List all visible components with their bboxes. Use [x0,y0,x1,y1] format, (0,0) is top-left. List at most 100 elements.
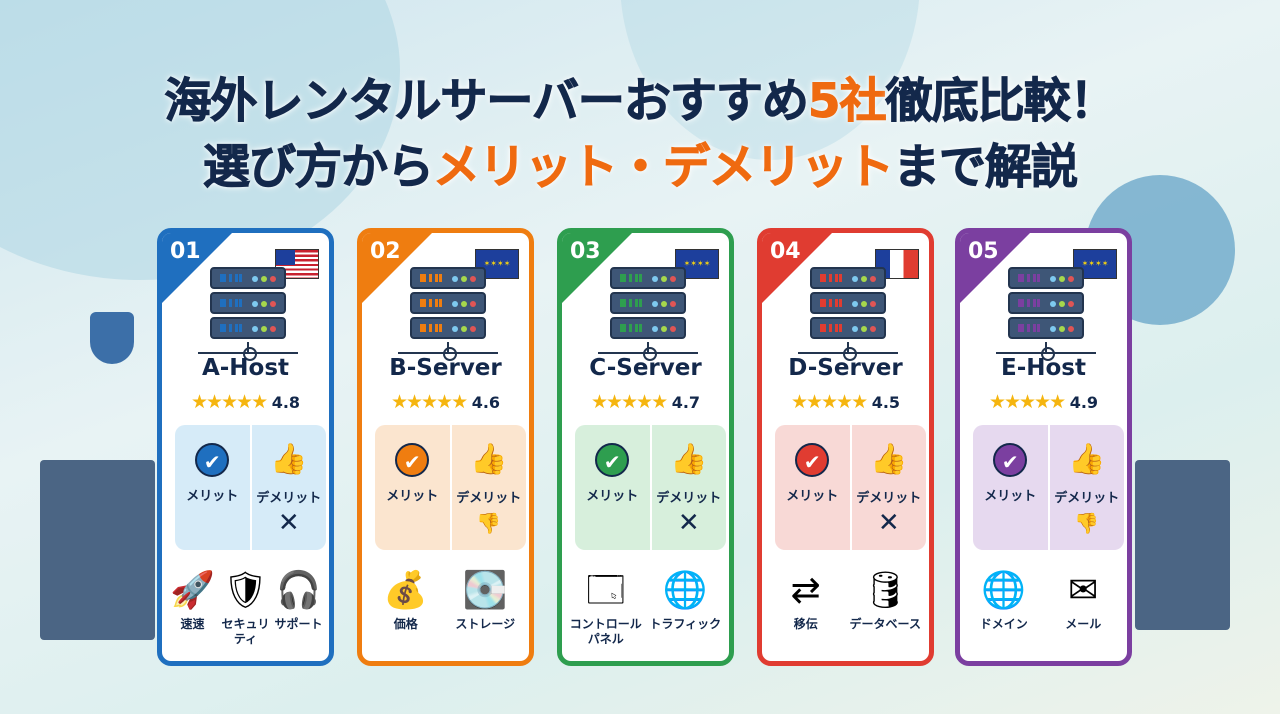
rating: ★★★★★ 4.6 [362,391,529,413]
check-circle-icon: ✔ [993,443,1028,477]
feature-item: 🗔 コントロール パネル [566,565,646,647]
check-circle-icon: ✔ [395,443,430,477]
pros-cons-panel: ✔メリット 👍 デメリット 👎 [375,425,526,550]
thumbs-up-icon: 👍 [470,442,508,477]
card-number: 03 [570,239,601,264]
feature-label: トラフィック [649,617,722,631]
database-icon: 🛢 [862,570,909,611]
rating: ★★★★★ 4.9 [960,391,1127,413]
merit-section[interactable]: ✔メリット [175,425,252,550]
globe-traffic-icon: 🌐 [662,570,708,611]
shield-decoration [90,312,134,364]
rating-value: 4.9 [1069,393,1099,412]
merit-label: メリット [586,489,639,504]
feature-list: 🗔 コントロール パネル 🌐 トラフィック [562,565,729,647]
provider-name: A-Host [201,355,290,381]
rating: ★★★★★ 4.7 [562,391,729,413]
demerit-section[interactable]: 👍 デメリット 👎 [452,425,527,550]
pros-cons-panel: ✔ メリット 👍 デメリット ✕ [775,425,926,550]
merit-section[interactable]: ✔ メリット [575,425,652,550]
thumbs-down-icon: 👎 [476,511,502,535]
rating-value: 4.7 [671,393,701,412]
demerit-label: デメリット [256,491,322,506]
server-card-02[interactable]: 02✶✶✶✶B-Server★★★★★ 4.6✔メリット👍デメリット👎💰価格💽ス… [357,228,534,666]
demerit-section[interactable]: 👍 デメリット ✕ [852,425,927,550]
star-rating-icon: ★★★★★ [988,391,1066,413]
pros-cons-panel: ✔メリット 👍 デメリット 👎 [973,425,1124,550]
merit-section[interactable]: ✔ メリット [775,425,852,550]
rating-value: 4.6 [471,393,501,412]
feature-item: 🎧 サポート [272,565,325,647]
thumbs-down-icon: 👎 [1074,511,1100,535]
feature-label: サポート [274,617,323,631]
star-rating-icon: ★★★★★ [790,391,868,413]
feature-label: コントロール パネル [569,617,642,646]
feature-label: データベース [849,617,921,631]
feature-label: セキュリティ [221,617,270,646]
card-number: 04 [770,239,801,264]
feature-item: 💰 価格 [366,565,446,632]
rating-value: 4.5 [871,393,901,412]
server-icon [598,267,698,361]
check-circle-icon: ✔ [595,443,630,477]
card-number: 02 [370,239,401,264]
feature-list: ⇄移伝🛢データベース [762,565,929,632]
feature-item: 🌐ドメイン [964,565,1044,632]
feature-item: 🚀速速 [166,565,219,647]
merit-section[interactable]: ✔メリット [375,425,452,550]
check-circle-icon: ✔ [195,443,230,477]
support-headset-icon: 🎧 [276,570,321,611]
demerit-label: デメリット [656,491,722,506]
server-rack-decoration [1135,460,1230,630]
demerit-label: デメリット [1054,491,1120,506]
feature-item: ✉メール [1044,565,1124,632]
mail-envelope-icon: ✉ [1068,570,1099,611]
provider-name: D-Server [788,355,903,381]
demerit-section[interactable]: 👍 デメリット ✕ [252,425,327,550]
feature-label: 価格 [393,617,418,631]
headline-line-2: 選び方からメリット・デメリットまで解説 [203,140,1079,196]
card-number: 01 [170,239,201,264]
feature-item: 🛡 セキュリティ [219,565,272,647]
star-rating-icon: ★★★★★ [190,391,268,413]
demerit-label: デメリット [456,491,522,506]
demerit-section[interactable]: 👍 デメリット ✕ [652,425,727,550]
feature-label: 移伝 [793,617,818,631]
cross-icon: ✕ [677,508,700,538]
pros-cons-panel: ✔メリット 👍 デメリット ✕ [175,425,326,550]
cross-icon: ✕ [877,508,900,538]
thumbs-up-icon: 👍 [870,442,908,477]
provider-name: E-Host [1001,355,1086,381]
thumbs-up-icon: 👍 [670,442,708,477]
cross-icon: ✕ [277,508,300,538]
hard-drive-icon: 💽 [462,570,508,611]
server-card-05[interactable]: 05✶✶✶✶E-Host★★★★★ 4.9✔メリット👍デメリット👎🌐ドメイン✉メ… [955,228,1132,666]
feature-list: 💰 価格 💽 ストレージ [362,565,529,632]
thumbs-up-icon: 👍 [270,442,308,477]
demerit-label: デメリット [856,491,922,506]
money-bag-icon: 💰 [383,570,429,611]
feature-item: 🛢 データベース [846,565,926,632]
thumbs-up-icon: 👍 [1068,442,1106,477]
shield-icon: 🛡 [222,570,269,611]
feature-list: 🌐ドメイン✉メール [960,565,1127,632]
control-panel-icon: 🗔 [586,570,626,611]
rating: ★★★★★ 4.8 [162,391,329,413]
card-number: 05 [968,239,999,264]
server-card-03[interactable]: 03✶✶✶✶C-Server★★★★★ 4.7✔メリット👍デメリット✕🗔コントロ… [557,228,734,666]
feature-label: ストレージ [455,617,516,631]
server-icon [398,267,498,361]
feature-list: 🚀速速🛡 セキュリティ🎧 サポート [162,565,329,647]
merit-label: メリット [786,489,839,504]
star-rating-icon: ★★★★★ [590,391,668,413]
provider-name: B-Server [389,355,502,381]
feature-item: 💽 ストレージ [446,565,526,632]
headline-line-1: 海外レンタルサーバーおすすめ5社徹底比較！ [164,74,1117,130]
server-rack-decoration [40,460,155,640]
demerit-section[interactable]: 👍 デメリット 👎 [1050,425,1125,550]
check-circle-icon: ✔ [795,443,830,477]
server-icon [198,267,298,361]
merit-section[interactable]: ✔メリット [973,425,1050,550]
